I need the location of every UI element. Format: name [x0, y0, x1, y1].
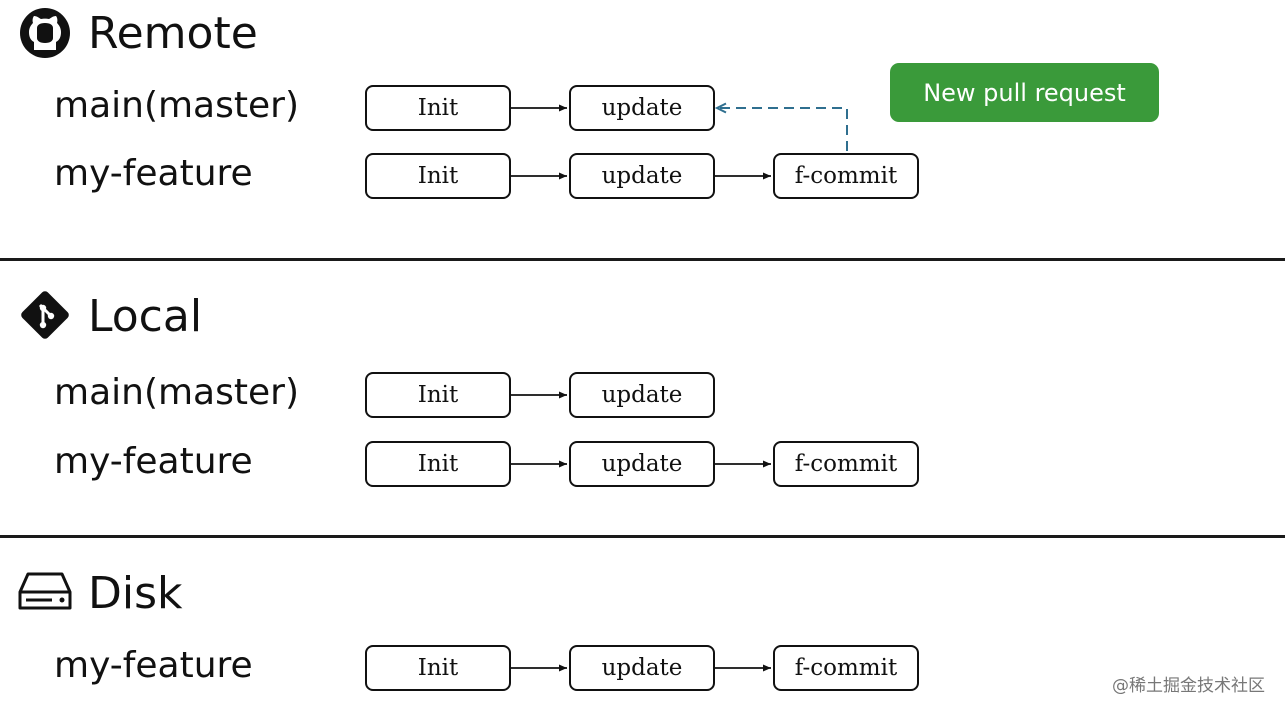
disk-feature-commit-init: Init [365, 645, 511, 691]
new-pull-request-button[interactable]: New pull request [890, 63, 1159, 122]
remote-branch-feature-label: my-feature [54, 153, 253, 194]
section-title-disk: Disk [88, 568, 183, 619]
remote-feature-commit-init: Init [365, 153, 511, 199]
local-main-commit-init: Init [365, 372, 511, 418]
local-feature-commit-fcommit: f-commit [773, 441, 919, 487]
pull-request-arrow [718, 107, 848, 151]
section-title-remote: Remote [88, 8, 258, 59]
remote-main-commit-init: Init [365, 85, 511, 131]
section-divider [0, 258, 1285, 261]
git-icon [18, 288, 72, 346]
pull-request-arrowhead [714, 102, 727, 114]
disk-feature-commit-update: update [569, 645, 715, 691]
hard-drive-icon [18, 570, 72, 616]
section-title-local: Local [88, 291, 203, 342]
local-main-commit-update: update [569, 372, 715, 418]
local-feature-commit-update: update [569, 441, 715, 487]
remote-feature-commit-update: update [569, 153, 715, 199]
section-divider [0, 535, 1285, 538]
remote-branch-main-label: main(master) [54, 85, 299, 126]
local-branch-main-label: main(master) [54, 372, 299, 413]
disk-feature-commit-fcommit: f-commit [773, 645, 919, 691]
github-icon [18, 6, 72, 64]
remote-feature-commit-fcommit: f-commit [773, 153, 919, 199]
local-feature-commit-init: Init [365, 441, 511, 487]
remote-main-commit-update: update [569, 85, 715, 131]
watermark: @稀土掘金技术社区 [1112, 676, 1265, 696]
disk-branch-feature-label: my-feature [54, 645, 253, 686]
local-branch-feature-label: my-feature [54, 441, 253, 482]
